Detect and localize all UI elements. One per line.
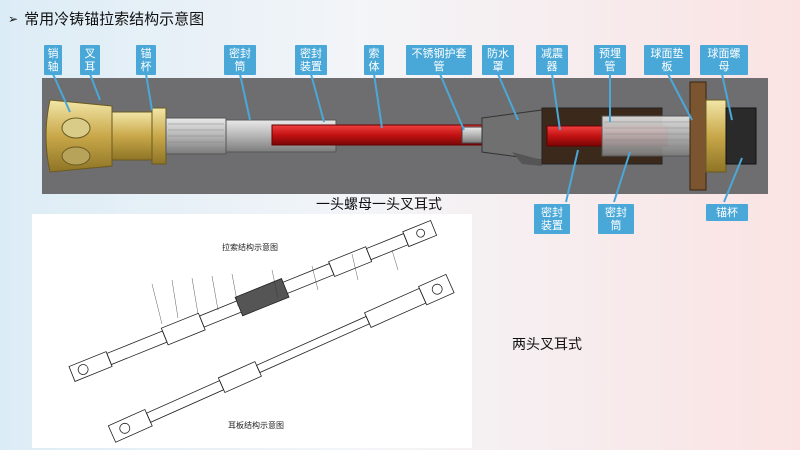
page-title-text: 常用冷铸锚拉索结构示意图 bbox=[24, 10, 205, 28]
arrow-bullet-icon: ➢ bbox=[8, 11, 19, 26]
callout-seal-tube-bottom: 密封筒 bbox=[598, 204, 634, 234]
anchor-render-panel bbox=[42, 78, 768, 194]
drawing-annotations bbox=[151, 249, 399, 325]
anchor-render bbox=[45, 81, 757, 191]
clevis-shape bbox=[45, 99, 153, 173]
lower-assembly bbox=[107, 273, 455, 443]
technical-drawing-svg: 拉索结构示意图 bbox=[68, 219, 455, 443]
technical-drawing: 拉索结构示意图 bbox=[32, 214, 472, 448]
callout-cable-body: 索体 bbox=[364, 45, 384, 75]
callout-seal-tube: 密封筒 bbox=[224, 45, 256, 75]
callout-seal-device-bottom: 密封装置 bbox=[534, 204, 570, 234]
callout-clevis: 叉耳 bbox=[80, 45, 100, 75]
caption-double-clevis: 两头叉耳式 bbox=[512, 337, 582, 353]
drawing-title-top: 拉索结构示意图 bbox=[222, 242, 278, 252]
caption-nut-clevis: 一头螺母一头叉耳式 bbox=[316, 197, 442, 213]
callout-embedded-pipe: 预埋管 bbox=[594, 45, 626, 75]
drawing-title-bottom: 耳板结构示意图 bbox=[228, 420, 284, 430]
callout-spherical-nut: 球面螺母 bbox=[700, 45, 748, 75]
callout-stainless-sleeve: 不锈钢护套管 bbox=[406, 45, 472, 75]
callout-anchor-cup: 锚杯 bbox=[136, 45, 156, 75]
page-title: ➢ 常用冷铸锚拉索结构示意图 bbox=[8, 8, 204, 29]
callout-waterproof-hood: 防水罩 bbox=[482, 45, 514, 75]
callout-spherical-plate: 球面垫板 bbox=[644, 45, 690, 75]
callout-damper: 减震器 bbox=[536, 45, 568, 75]
callout-anchor-cup-bottom: 锚杯 bbox=[706, 204, 748, 221]
upper-assembly bbox=[68, 219, 438, 382]
callout-seal-device: 密封装置 bbox=[295, 45, 327, 75]
callout-pin: 销轴 bbox=[44, 45, 62, 75]
